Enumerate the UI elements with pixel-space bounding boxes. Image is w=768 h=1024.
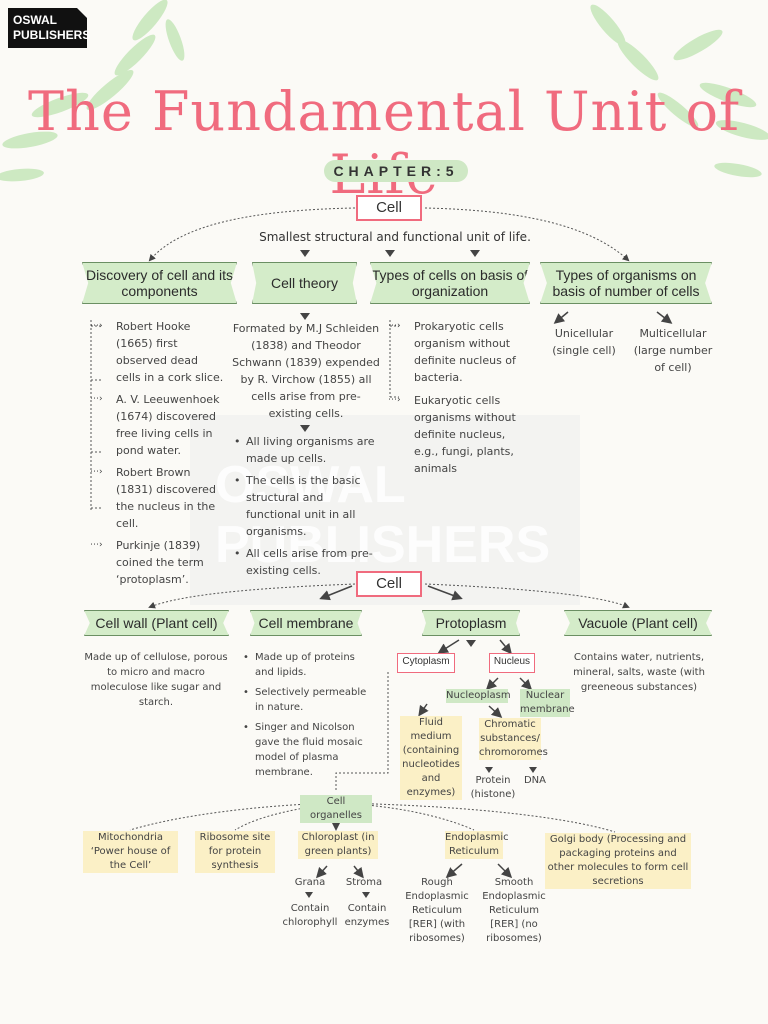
cell-theory-points: All living organisms are made up cells. … <box>234 433 379 584</box>
golgi-body-box: Golgi body (Processing and packaging pro… <box>545 833 691 889</box>
discovery-leeuwenhoek: A. V. Leeuwenhoek (1674) discovered free… <box>90 391 224 459</box>
ribbon-discovery: Discovery of cell and its components <box>82 262 237 304</box>
ribbon-cell-types: Types of cells on basis of organization <box>370 262 530 304</box>
unicellular-detail: (single cell) <box>552 344 616 357</box>
theory-point: The cells is the basic structural and fu… <box>234 472 379 540</box>
cell-wall-description: Made up of cellulose, porous to micro an… <box>84 652 228 708</box>
rough-er: Rough Endoplasmic Reticulum [RER] (with … <box>405 877 469 944</box>
stroma-detail: Contain enzymes <box>344 903 390 928</box>
ribbon-organism-types: Types of organisms on basis of number of… <box>540 262 712 304</box>
grana-detail: Contain chlorophyll <box>282 903 338 928</box>
theory-point: All living organisms are made up cells. <box>234 433 379 467</box>
chapter-badge: CHAPTER:5 <box>324 160 468 182</box>
smooth-er: Smooth Endoplasmic Reticulum [RER] (no r… <box>482 877 546 944</box>
protein-histone: Protein (histone) <box>470 775 516 800</box>
cell-definition: Smallest structural and functional unit … <box>259 230 531 244</box>
membrane-points: Made up of proteins and lipids. Selectiv… <box>243 650 375 785</box>
vacuole-description: Contains water, nutrients, mineral, salt… <box>573 652 705 693</box>
leaf-decoration-left <box>0 0 185 182</box>
page-title: The Fundamental Unit of Life <box>28 80 740 206</box>
prokaryotic-item: Prokaryotic cells organism without defin… <box>388 318 522 386</box>
membrane-point: Selectively permeable in nature. <box>243 685 375 715</box>
stroma-label: Stroma <box>345 877 383 888</box>
nucleus-box: Nucleus <box>489 653 535 673</box>
cytoplasm-box: Cytoplasm <box>397 653 455 673</box>
mitochondria-box: Mitochondria ‘Power house of the Cell’ <box>83 831 178 873</box>
discovery-hooke: Robert Hooke (1665) first observed dead … <box>90 318 224 386</box>
cell-types-list: Prokaryotic cells organism without defin… <box>388 318 522 482</box>
unicellular: Unicellular (single cell) <box>548 325 620 359</box>
unicellular-name: Unicellular <box>554 327 614 340</box>
er-box: Endoplasmic Reticulum <box>445 831 509 859</box>
ribbon-cell-membrane: Cell membrane <box>250 610 362 636</box>
ribbon-vacuole: Vacuole (Plant cell) <box>564 610 712 636</box>
multicellular-name: Multicellular <box>639 327 707 340</box>
logo-line2: PUBLISHERS <box>13 28 91 42</box>
ribosome-box: Ribosome site for protein synthesis <box>195 831 275 873</box>
ribbon-protoplasm: Protoplasm <box>422 610 520 636</box>
ribbon-cell-wall: Cell wall (Plant cell) <box>84 610 229 636</box>
dna-label: DNA <box>523 775 547 786</box>
multicellular-detail: (large number of cell) <box>633 344 713 374</box>
publisher-logo: OSWAL PUBLISHERS <box>8 8 91 48</box>
ribbon-cell-theory: Cell theory <box>252 262 357 304</box>
discovery-purkinje: Purkinje (1839) coined the term ‘protopl… <box>90 537 224 588</box>
fluid-medium-box: Fluid medium (containing nucleotides and… <box>400 716 462 800</box>
multicellular: Multicellular (large number of cell) <box>632 325 714 376</box>
membrane-point: Singer and Nicolson gave the fluid mosai… <box>243 720 375 780</box>
logo-line1: OSWAL <box>13 13 57 27</box>
root-cell-top: Cell <box>356 195 422 221</box>
chromatic-substances-box: Chromatic substances/ chromoromes <box>479 718 548 760</box>
theory-point: All cells arise from pre-existing cells. <box>234 545 379 579</box>
eukaryotic-item: Eukaryotic cells organisms without defin… <box>388 392 522 477</box>
nuclear-membrane-label: Nuclear membrane <box>520 689 575 717</box>
cell-organelles-label: Cell organelles <box>300 795 372 823</box>
leaf-decoration-right <box>590 4 768 178</box>
membrane-point: Made up of proteins and lipids. <box>243 650 375 680</box>
cell-theory-intro: Formated by M.J Schleiden (1838) and The… <box>232 322 380 420</box>
root-cell-bottom: Cell <box>356 571 422 597</box>
discovery-brown: Robert Brown (1831) discovered the nucle… <box>90 464 224 532</box>
grana-label: Grana <box>294 877 326 888</box>
chloroplast-box: Chloroplast (in green plants) <box>298 831 378 859</box>
discovery-list: Robert Hooke (1665) first observed dead … <box>90 318 224 593</box>
nucleoplasm-label: Nucleoplasm <box>446 689 511 703</box>
